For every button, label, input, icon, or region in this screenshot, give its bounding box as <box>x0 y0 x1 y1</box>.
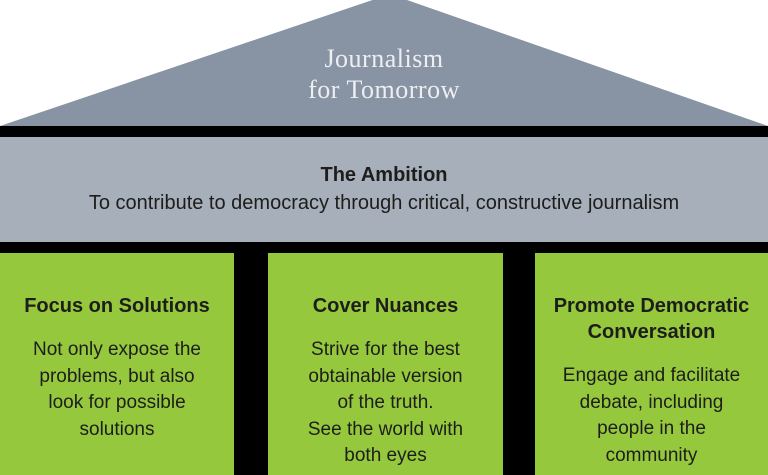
pillar-focus-on-solutions: Focus on Solutions Not only expose the p… <box>0 253 234 475</box>
pillar-cover-nuances: Cover Nuances Strive for the best obtain… <box>268 253 503 475</box>
pillar-gap <box>234 253 268 475</box>
pillar-body: Not only expose the problems, but also l… <box>33 339 201 440</box>
pillar-body: Strive for the best obtainable version o… <box>307 339 464 467</box>
pillar-heading: Focus on Solutions <box>24 295 210 317</box>
pillar-body: Engage and facilitate debate, including … <box>562 365 741 466</box>
pillar-heading: Cover Nuances <box>312 295 459 317</box>
ambition-subtitle: To contribute to democracy through criti… <box>88 192 680 214</box>
roof-triangle: Journalism for Tomorrow <box>0 0 768 126</box>
pillars-row: Focus on Solutions Not only expose the p… <box>0 253 768 475</box>
pillar-gap <box>503 253 535 475</box>
pillar-heading: Promote Democratic Conversation <box>553 295 750 343</box>
ambition-heading: The Ambition <box>320 164 448 186</box>
pillar-promote-democratic-conversation: Promote Democratic Conversation Engage a… <box>535 253 768 475</box>
roof-base-bar <box>0 126 768 137</box>
roof-title: Journalism for Tomorrow <box>308 43 460 105</box>
ambition-band: The Ambition To contribute to democracy … <box>0 137 768 242</box>
band-base-bar <box>0 242 768 253</box>
